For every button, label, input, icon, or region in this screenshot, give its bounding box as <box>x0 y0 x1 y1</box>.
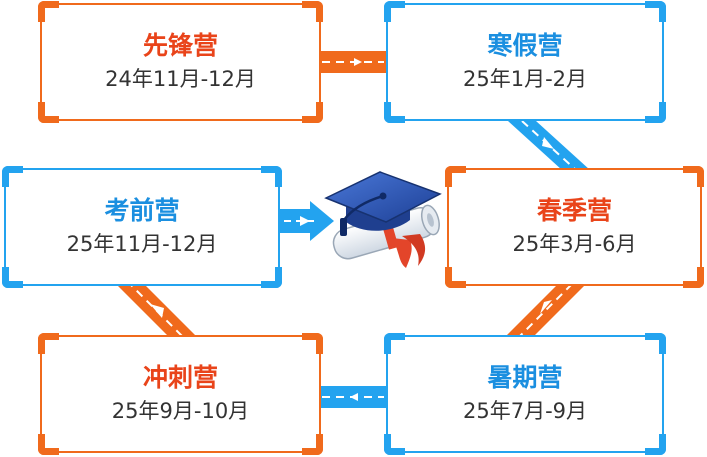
graduation-cap-diploma-icon <box>326 172 443 268</box>
camp-box-shuqi: 暑期营 25年7月-9月 <box>386 335 664 453</box>
connector-2-3 <box>508 121 590 170</box>
connector-3-4 <box>506 284 586 336</box>
camp-date: 25年9月-10月 <box>112 396 249 426</box>
camp-date: 25年11月-12月 <box>67 229 218 259</box>
camp-date: 25年1月-2月 <box>463 64 587 94</box>
camp-name: 暑期营 <box>487 362 562 394</box>
camp-name: 寒假营 <box>487 30 562 62</box>
camp-box-hanjia: 寒假营 25年1月-2月 <box>386 3 664 121</box>
connector-6-goal <box>280 201 334 241</box>
camp-date: 25年7月-9月 <box>463 396 587 426</box>
camp-name: 冲刺营 <box>143 362 218 394</box>
connector-4-5 <box>318 386 388 408</box>
camp-name: 先锋营 <box>143 30 218 62</box>
camp-box-chunji: 春季营 25年3月-6月 <box>447 168 702 286</box>
camp-date: 24年11月-12月 <box>105 64 256 94</box>
camp-box-chongci: 冲刺营 25年9月-10月 <box>40 335 321 453</box>
connector-1-2 <box>318 51 388 73</box>
camp-box-xianfeng: 先锋营 24年11月-12月 <box>40 3 321 121</box>
camp-name: 春季营 <box>537 195 612 227</box>
camp-date: 25年3月-6月 <box>512 229 636 259</box>
camp-box-kaoqian: 考前营 25年11月-12月 <box>4 168 280 286</box>
connector-5-6 <box>116 284 196 336</box>
camp-name: 考前营 <box>104 195 179 227</box>
